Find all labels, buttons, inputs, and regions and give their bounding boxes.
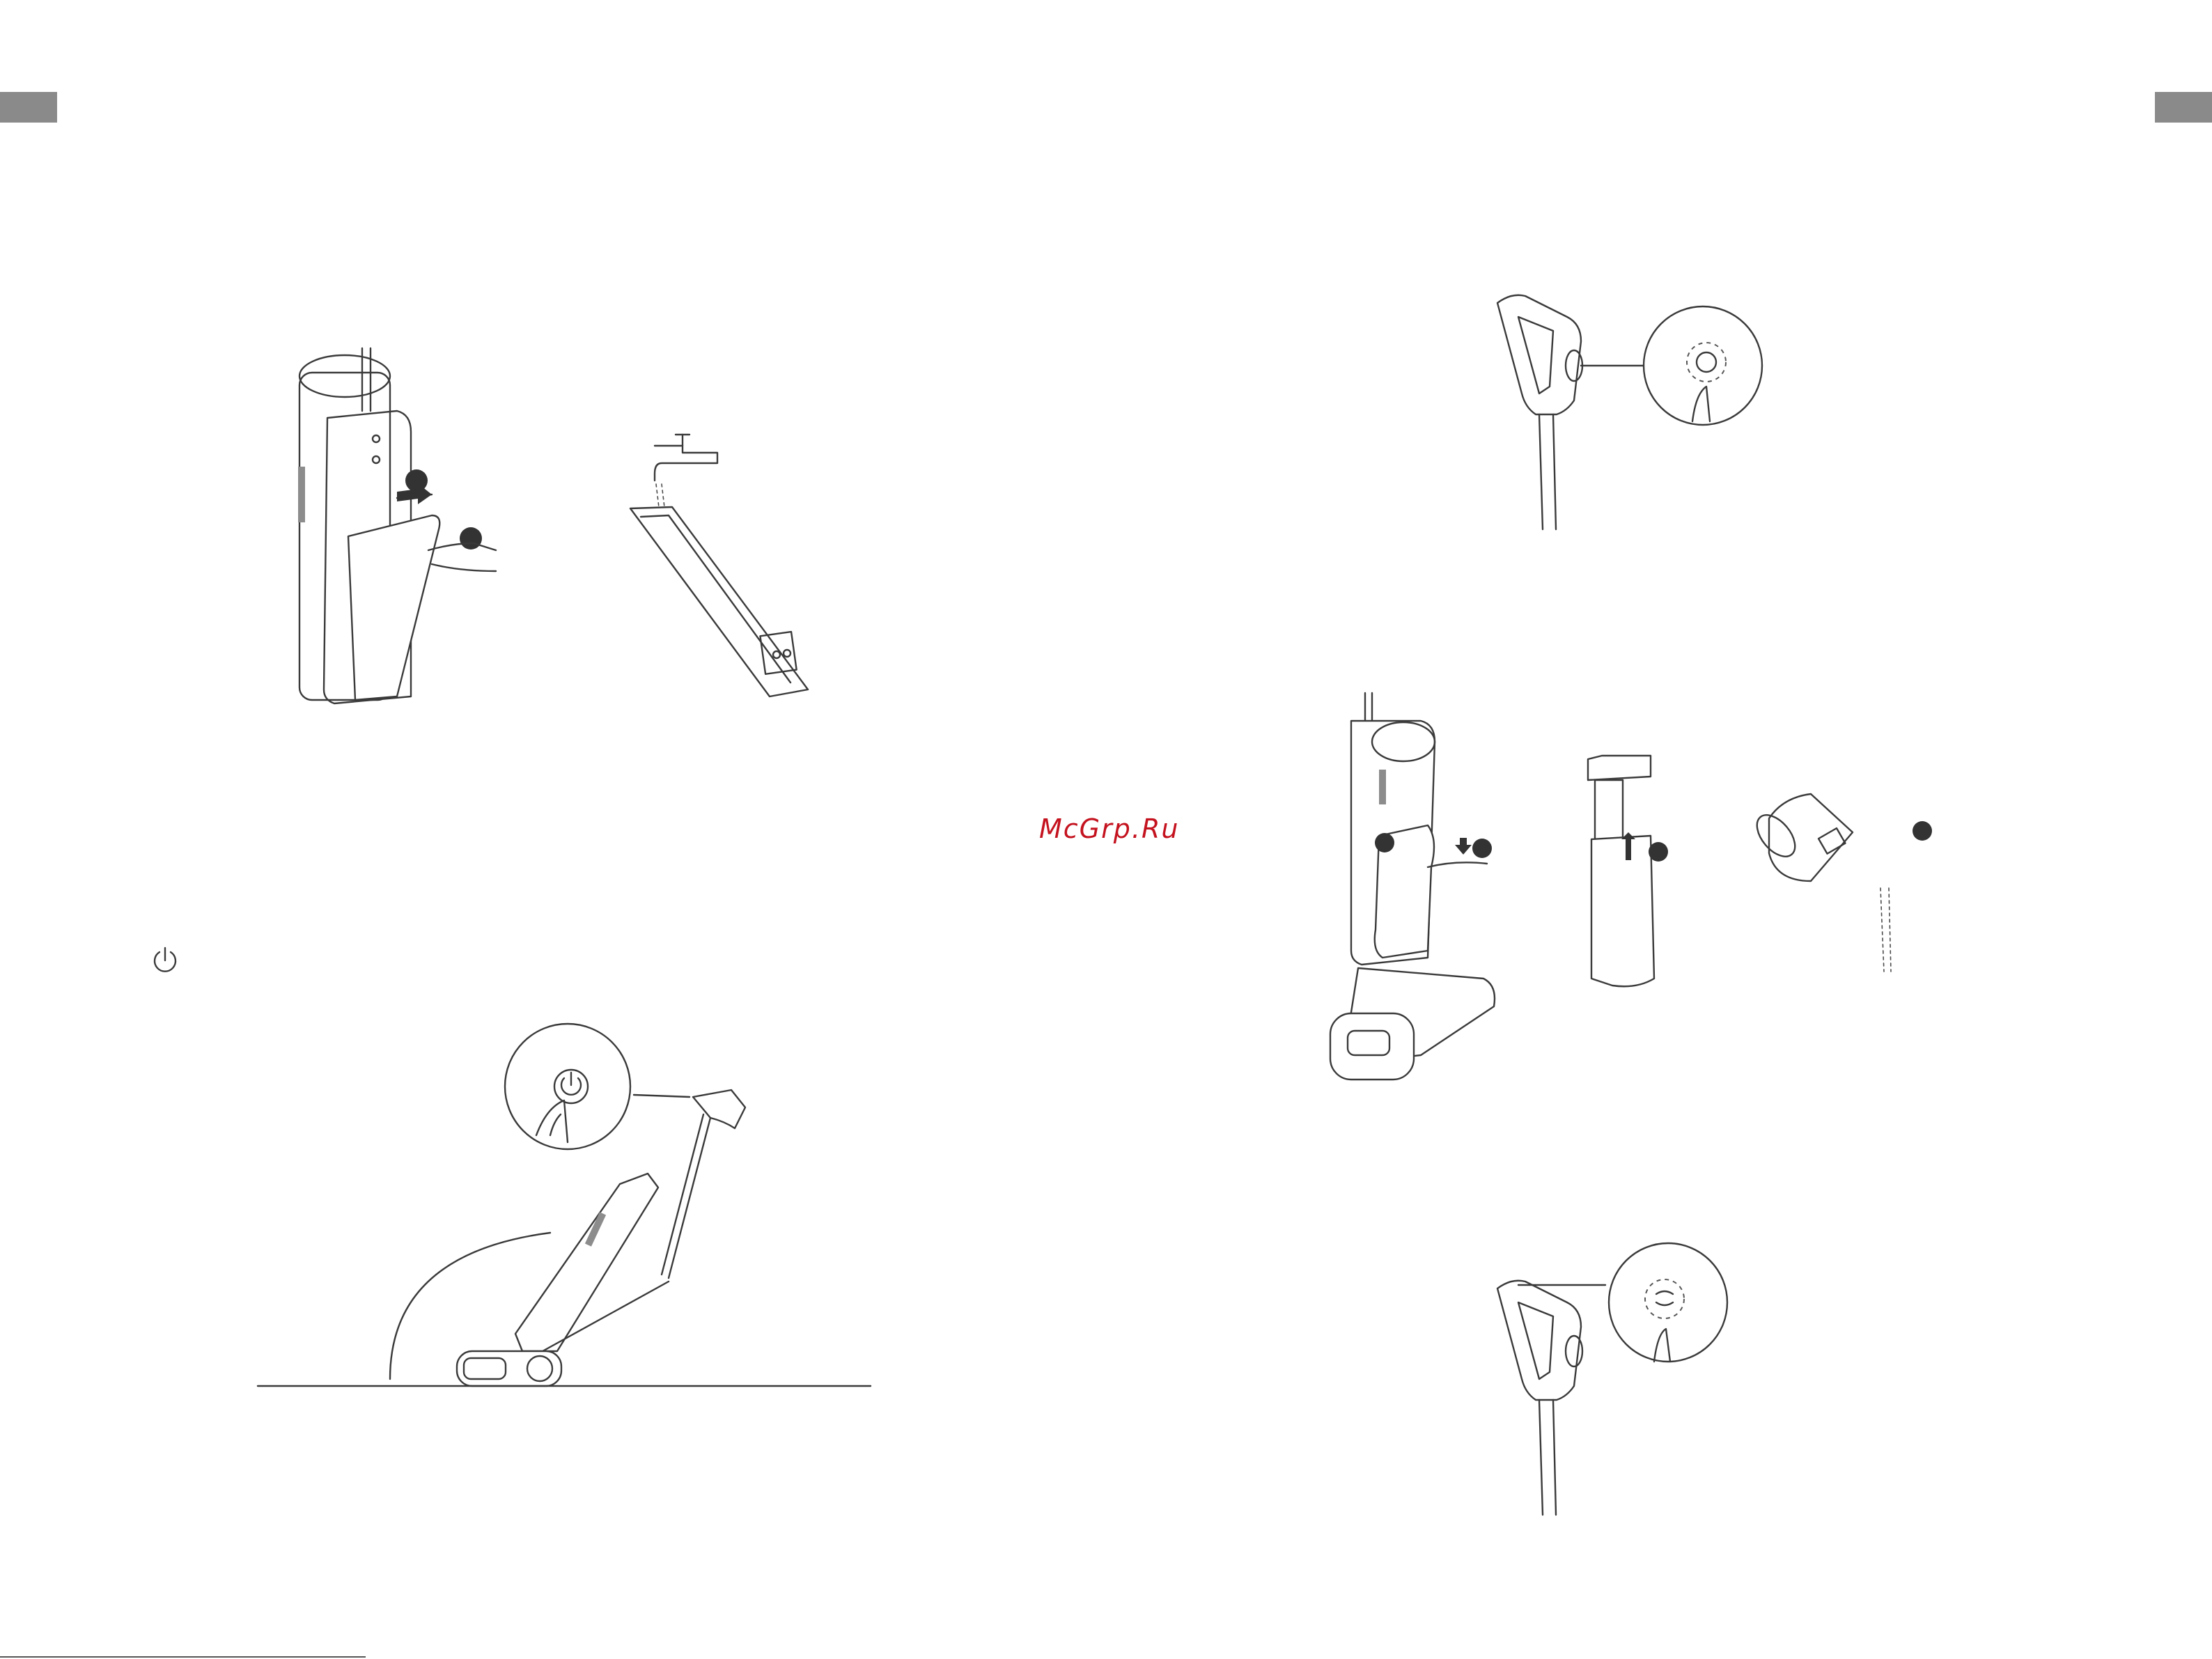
empty-dirty-tank-illustration	[1323, 693, 1950, 1086]
power-on-tilt-illustration	[258, 1024, 878, 1386]
footer-rule	[0, 1656, 366, 1658]
rinse-tank-illustration	[613, 425, 836, 703]
self-clean-button-illustration	[1483, 289, 1776, 533]
mode-switch-button-illustration	[1483, 1247, 1776, 1518]
left-section-tab	[0, 92, 57, 123]
power-icon	[150, 945, 180, 976]
remove-water-tank-illustration	[293, 341, 515, 717]
right-section-tab	[2155, 92, 2212, 123]
watermark-text: McGrp.Ru	[1039, 813, 1179, 844]
